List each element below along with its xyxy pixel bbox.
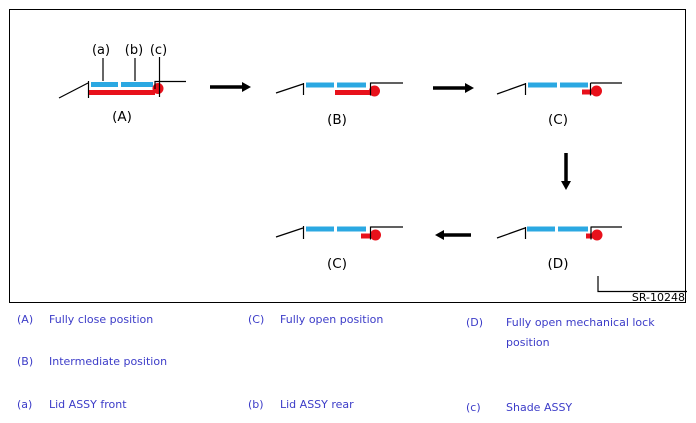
roof-front-line [58,82,89,99]
stage-caption-A: (A) [112,109,132,125]
lid-rear-bar [558,226,588,232]
stage-caption-B: (B) [327,112,347,128]
legend-key: (C) [248,313,265,326]
arrow-d-to-c-icon [435,230,471,240]
roof-front-line [275,227,304,238]
legend-text: Shade ASSY [506,401,573,414]
shade-end-circle [591,229,603,241]
legend-item-lid-front: (a) Lid ASSY front [17,398,127,412]
legend-text: Fully close position [49,313,154,326]
legend-item-fully-close: (A) Fully close position [17,313,153,327]
legend-text: Lid ASSY front [49,398,127,411]
legend-item-mechanical-lock: (D) Fully open mechanical lock position [466,313,678,353]
legend-item-lid-rear: (b) Lid ASSY rear [248,398,354,412]
stage-caption-C-top: (C) [548,112,568,128]
roof-front-line [496,227,526,239]
legend-item-shade: (c) Shade ASSY [466,398,678,418]
figure-fully-close: (a) (b) (c) (A) [58,43,186,125]
figure-ref-cell: SR-10248 [597,276,687,304]
sunroof-position-diagram: (a) (b) (c) (A) (B) [58,43,687,304]
arrow-b-to-c-icon [433,83,474,93]
figure-mechanical-lock: (D) [496,226,622,272]
shade-bar [361,233,373,239]
figure-ref-label: SR-10248 [632,291,685,304]
legend-item-intermediate: (B) Intermediate position [17,355,167,369]
legend-key: (c) [466,401,481,414]
callout-b: (b) [125,43,143,58]
lid-rear-bar [337,82,366,88]
figure-fully-open-bottom: (C) [275,226,403,272]
shade-end-circle [370,229,381,241]
figure-intermediate: (B) [275,82,403,128]
legend-key: (a) [17,398,33,411]
lid-rear-bar [121,82,153,87]
shade-bar [582,89,594,95]
figure-fully-open-top: (C) [496,82,622,128]
legend-key: (b) [248,398,264,411]
legend-key: (A) [17,313,34,326]
roof-front-line [275,83,304,94]
legend-text: Fully open position [280,313,384,326]
stage-caption-D: (D) [548,256,569,272]
lid-rear-bar [337,226,366,232]
diagram-frame [9,9,686,303]
roof-rear-line [154,80,186,89]
lid-front-bar [306,82,334,88]
shade-end-circle [591,85,602,97]
lid-front-bar [306,226,334,232]
lid-front-bar [528,82,557,88]
legend-text: Intermediate position [49,355,168,368]
shade-bar [335,90,371,95]
legend-key: (D) [466,316,484,329]
lid-front-bar [91,82,118,87]
roof-front-line [496,83,526,95]
shade-end-circle [369,85,380,97]
legend-text: Lid ASSY rear [280,398,354,411]
legend-text: Fully open mechanical lock position [506,316,655,349]
arrow-c-to-d-icon [561,153,571,190]
shade-end-circle [152,83,164,94]
stage-caption-C-bottom: (C) [327,256,347,272]
callout-a: (a) [92,43,110,58]
lid-rear-bar [560,82,588,88]
ref-cell-divider-line [597,276,687,293]
legend-key: (B) [17,355,34,368]
callout-c: (c) [150,43,167,58]
lid-front-bar [527,226,555,232]
legend-item-fully-open: (C) Fully open position [248,313,383,327]
arrow-a-to-b-icon [210,82,251,92]
shade-bar [89,90,155,95]
